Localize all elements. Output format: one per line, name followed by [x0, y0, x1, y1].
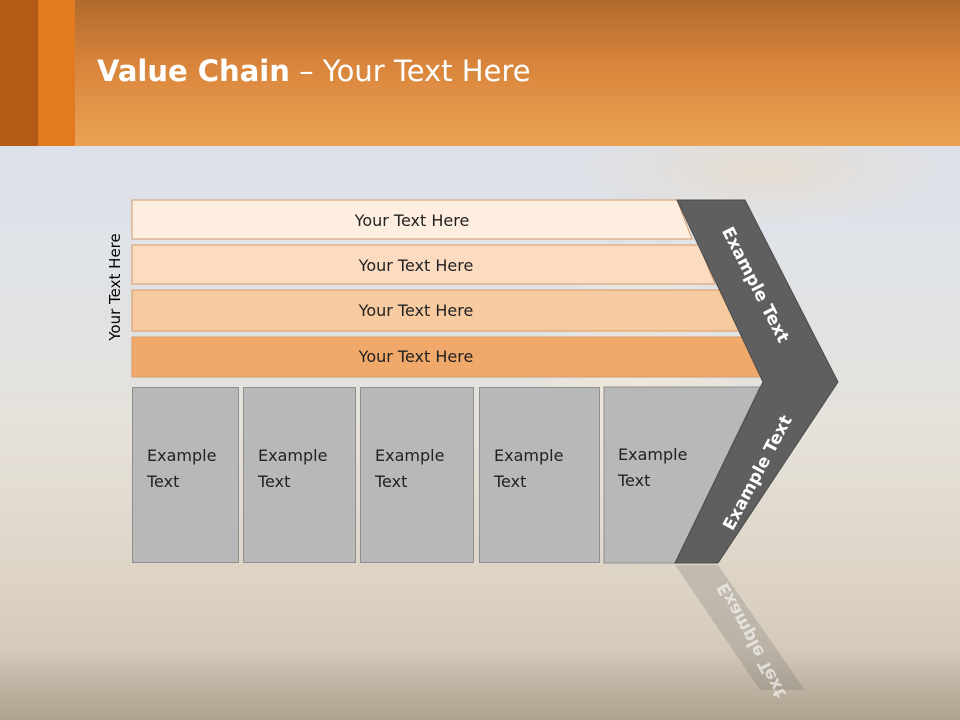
box-1-line2: Text: [147, 472, 180, 491]
bar-3: Your Text Here: [132, 290, 700, 330]
chevron-reflection: [675, 565, 805, 690]
box-4-line2: Text: [494, 472, 527, 491]
box-4-line1: Example: [494, 446, 564, 465]
slide-header: Value Chain – Your Text Here: [0, 0, 960, 146]
bar-shape-1: [131, 199, 693, 240]
box-1-line1: Example: [147, 446, 217, 465]
bar-2: Your Text Here: [132, 245, 700, 285]
box-5-line2: Text: [618, 471, 651, 490]
bar-4-label: Your Text Here: [358, 346, 474, 366]
slide-title-bold: Value Chain: [97, 54, 290, 88]
header-accent-strip-light: [38, 0, 75, 146]
box-3-line2: Text: [375, 472, 408, 491]
chevron-shape: [674, 199, 839, 564]
bar-3-label: Your Text Here: [358, 300, 474, 320]
bar-2-label: Your Text Here: [358, 255, 474, 275]
box-2-line1: Example: [258, 446, 328, 465]
box-5-line1: Example: [618, 445, 688, 464]
box-3-line1: Example: [375, 446, 445, 465]
slide-title: Value Chain – Your Text Here: [97, 54, 531, 88]
box-2-line2: Text: [258, 472, 291, 491]
bar-1: Your Text Here: [132, 200, 692, 240]
background-field: [0, 650, 960, 720]
bar-1-label: Your Text Here: [354, 210, 470, 230]
header-accent-strip-dark: [0, 0, 38, 146]
slide-title-rest: – Your Text Here: [289, 54, 531, 88]
bar-4: Your Text Here: [132, 336, 700, 376]
bar-shape-2: [131, 244, 716, 285]
